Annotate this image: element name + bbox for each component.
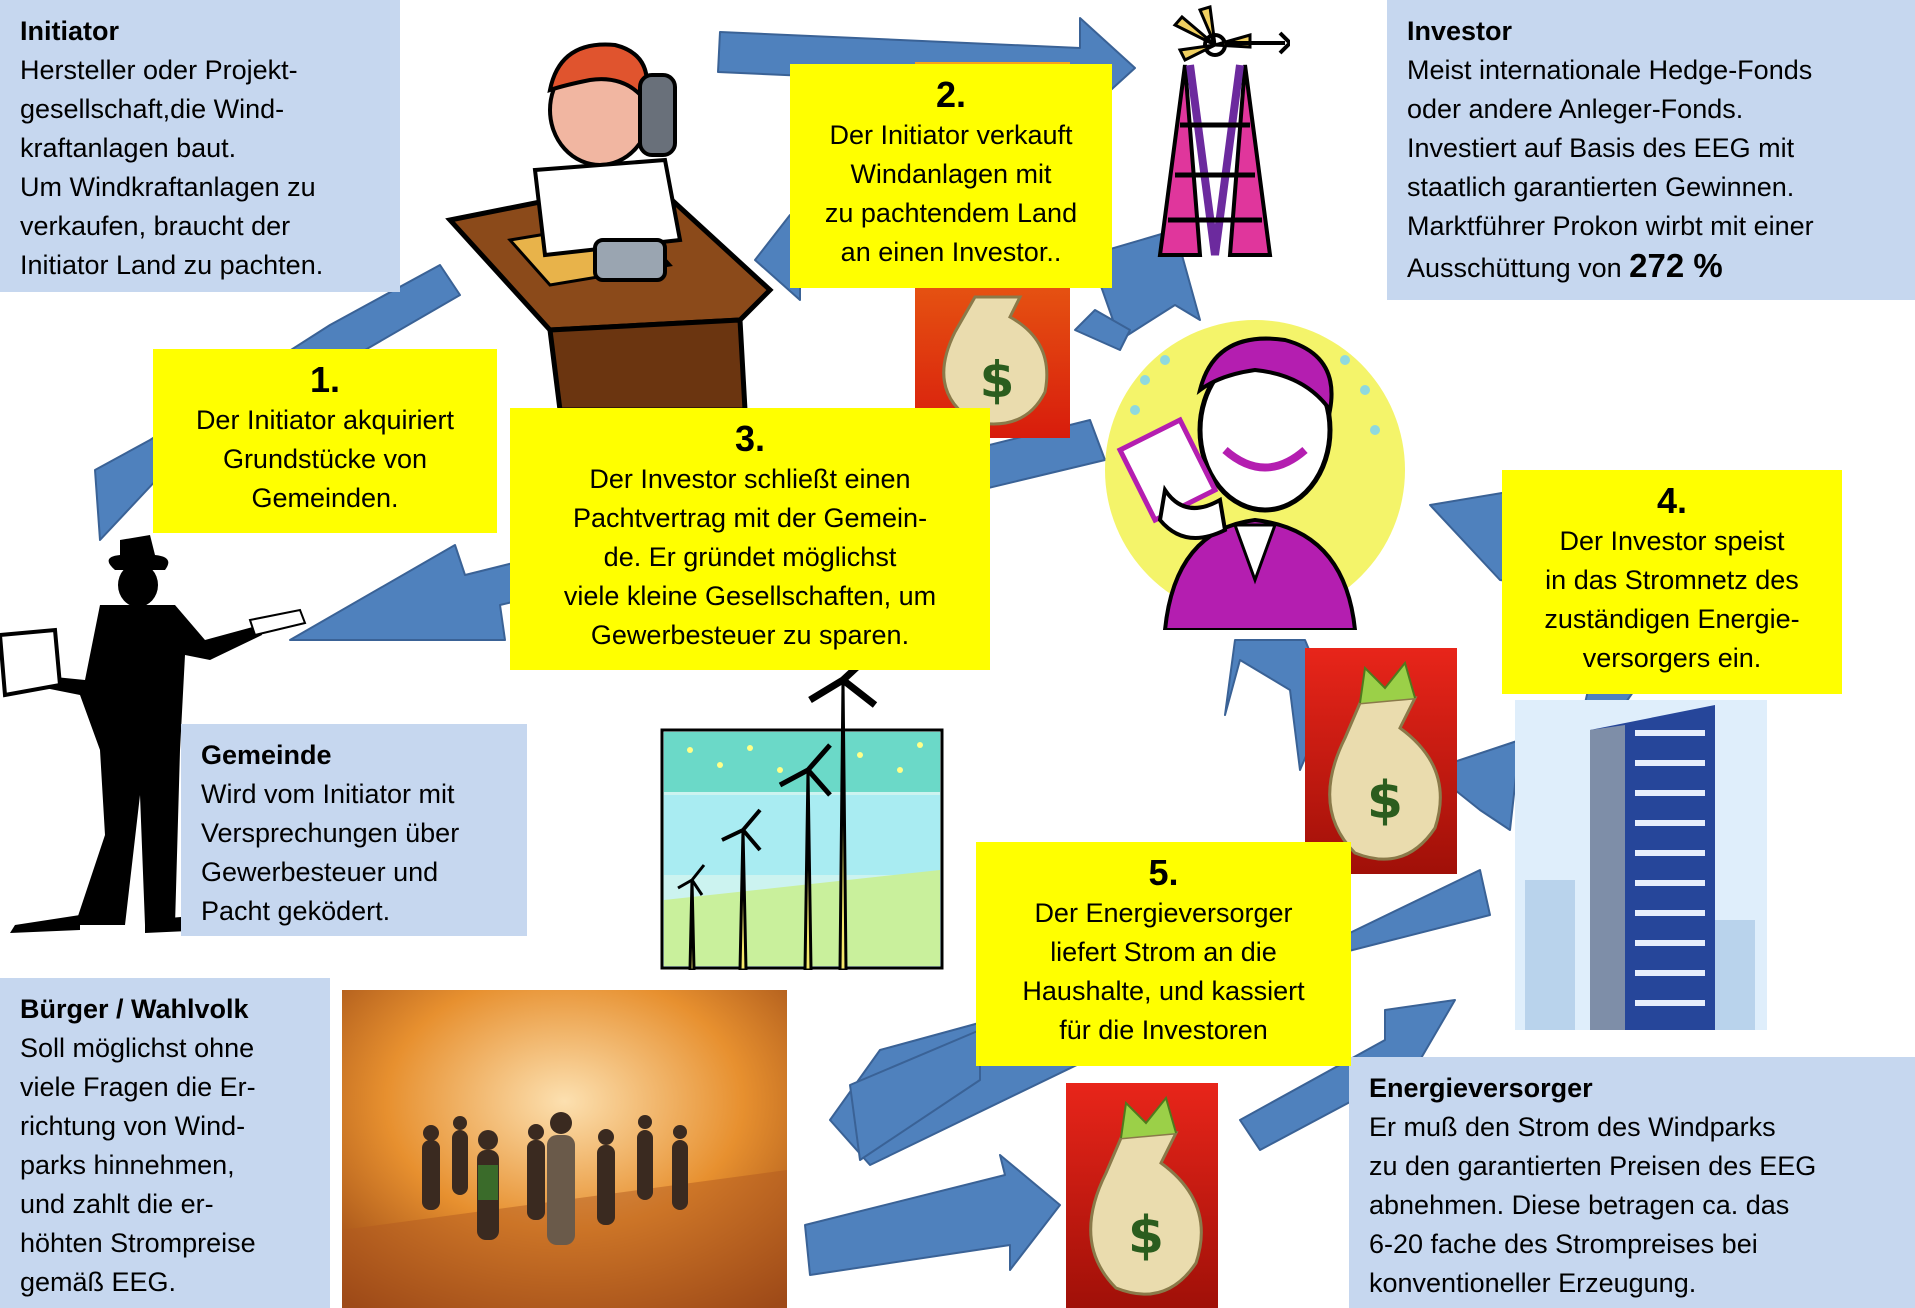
step-2-line: an einen Investor.. (840, 237, 1062, 267)
buerger-line: und zahlt die er- (20, 1189, 214, 1219)
buerger-line: Soll möglichst ohne (20, 1033, 255, 1063)
wind-turbines-icon (660, 670, 944, 970)
step-4-line: Der Investor speist (1559, 526, 1785, 556)
buerger-line: parks hinnehmen, (20, 1150, 235, 1180)
initiator-info-box: Initiator Hersteller oder Projekt- gesel… (0, 0, 400, 292)
step-2-line: Der Initiator verkauft (829, 120, 1073, 150)
gemeinde-title: Gemeinde (201, 740, 332, 770)
phone-man-at-desk-icon (445, 42, 774, 410)
buerger-line: gemäß EEG. (20, 1267, 177, 1297)
gemeinde-line: Pacht geködert. (201, 896, 391, 926)
gemeinde-line: Wird vom Initiator mit (201, 779, 455, 809)
step-4-number: 4. (1656, 480, 1688, 521)
buerger-info-box: Bürger / Wahlvolk Soll möglichst ohne vi… (0, 978, 330, 1308)
initiator-line: Hersteller oder Projekt- (20, 55, 298, 85)
investor-line: Investiert auf Basis des EEG mit (1407, 133, 1795, 163)
initiator-line: gesellschaft,die Wind- (20, 94, 285, 124)
investor-line: Marktführer Prokon wirbt mit einer (1407, 211, 1814, 241)
people-crowd-photo-icon (342, 990, 787, 1308)
initiator-line: verkaufen, braucht der (20, 211, 291, 241)
step-2-line: Windanlagen mit (850, 159, 1052, 189)
step-3-box: 3. Der Investor schließt einen Pachtvert… (510, 408, 990, 670)
step-5-line: Der Energieversorger (1034, 898, 1293, 928)
step-2-box: 2. Der Initiator verkauft Windanlagen mi… (790, 64, 1112, 288)
step-3-number: 3. (734, 418, 766, 459)
step-4-line: in das Stromnetz des (1545, 565, 1799, 595)
energieversorger-line: zu den garantierten Preisen des EEG (1369, 1151, 1817, 1181)
buerger-line: viele Fragen die Er- (20, 1072, 256, 1102)
gemeinde-line: Versprechungen über (201, 818, 460, 848)
money-bag-icon: $ (1066, 1083, 1218, 1308)
arrow-moneybag-to-supplier (1239, 999, 1456, 1151)
arrow-buerger-to-moneybag (804, 1154, 1061, 1276)
svg-text:$: $ (1367, 771, 1403, 831)
step-1-box: 1. Der Initiator akquiriert Grundstücke … (153, 349, 497, 533)
money-bag-icon: $ (1305, 648, 1457, 874)
energieversorger-info-box: Energieversorger Er muß den Strom des Wi… (1349, 1057, 1915, 1308)
step-3-line: Der Investor schließt einen (589, 464, 911, 494)
arrow-initiator-to-gemeinde (94, 264, 461, 541)
windmill-icon (1157, 5, 1290, 257)
step-5-number: 5. (1148, 852, 1179, 893)
initiator-line: Um Windkraftanlagen zu (20, 172, 316, 202)
step-2-number: 2. (935, 74, 967, 115)
investor-with-money-icon (1105, 320, 1405, 630)
gemeinde-line: Gewerbesteuer und (201, 857, 439, 887)
buerger-line: höhten Strompreise (20, 1228, 256, 1258)
step-3-line: Gewerbesteuer zu sparen. (590, 620, 910, 650)
investor-percent-value: 272 % (1629, 247, 1723, 284)
step-5-line: für die Investoren (1059, 1015, 1268, 1045)
office-tower-icon (1515, 700, 1767, 1030)
surveyor-silhouette-icon (0, 535, 307, 933)
step-1-line: Der Initiator akquiriert (195, 405, 455, 435)
investor-title: Investor (1407, 16, 1513, 46)
investor-line: Meist internationale Hedge-Fonds (1407, 55, 1813, 85)
step-3-line: Pachtvertrag mit der Gemein- (572, 503, 928, 533)
investor-line: oder andere Anleger-Fonds. (1407, 94, 1744, 124)
svg-text:$: $ (980, 351, 1015, 409)
step-4-line: versorgers ein. (1582, 643, 1762, 673)
energieversorger-title: Energieversorger (1369, 1073, 1593, 1103)
gemeinde-info-box: Gemeinde Wird vom Initiator mit Versprec… (181, 724, 527, 936)
initiator-line: Initiator Land zu pachten. (20, 250, 324, 280)
step-1-number: 1. (309, 359, 341, 400)
buerger-title: Bürger / Wahlvolk (20, 994, 249, 1024)
step-3-line: de. Er gründet möglichst (603, 542, 897, 572)
svg-text:$: $ (1128, 1206, 1164, 1266)
step-4-line: zuständigen Energie- (1544, 604, 1800, 634)
step-1-line: Grundstücke von (222, 444, 428, 474)
investor-last-line-prefix: Ausschüttung von (1407, 253, 1622, 283)
investor-last-line: Ausschüttung von 272 % (1407, 246, 1915, 288)
buerger-line: richtung von Wind- (20, 1111, 246, 1141)
step-5-line: liefert Strom an die (1050, 937, 1277, 967)
step-2-line: zu pachtendem Land (824, 198, 1078, 228)
step-5-line: Haushalte, und kassiert (1022, 976, 1305, 1006)
energieversorger-line: konventioneller Erzeugung. (1369, 1268, 1697, 1298)
step-3-line: viele kleine Gesellschaften, um (563, 581, 937, 611)
step-1-line: Gemeinden. (251, 483, 399, 513)
initiator-title: Initiator (20, 16, 119, 46)
energieversorger-line: Er muß den Strom des Windparks (1369, 1112, 1776, 1142)
step-4-box: 4. Der Investor speist in das Stromnetz … (1502, 470, 1842, 694)
energieversorger-line: 6-20 fache des Strompreises bei (1369, 1229, 1758, 1259)
investor-info-box: Investor Meist internationale Hedge-Fond… (1387, 0, 1915, 300)
initiator-line: kraftanlagen baut. (20, 133, 237, 163)
energieversorger-line: abnehmen. Diese betragen ca. das (1369, 1190, 1790, 1220)
investor-line: staatlich garantierten Gewinnen. (1407, 172, 1795, 202)
step-5-box: 5. Der Energieversorger liefert Strom an… (976, 842, 1351, 1066)
arrow-investor-to-moneybag (1074, 309, 1131, 351)
